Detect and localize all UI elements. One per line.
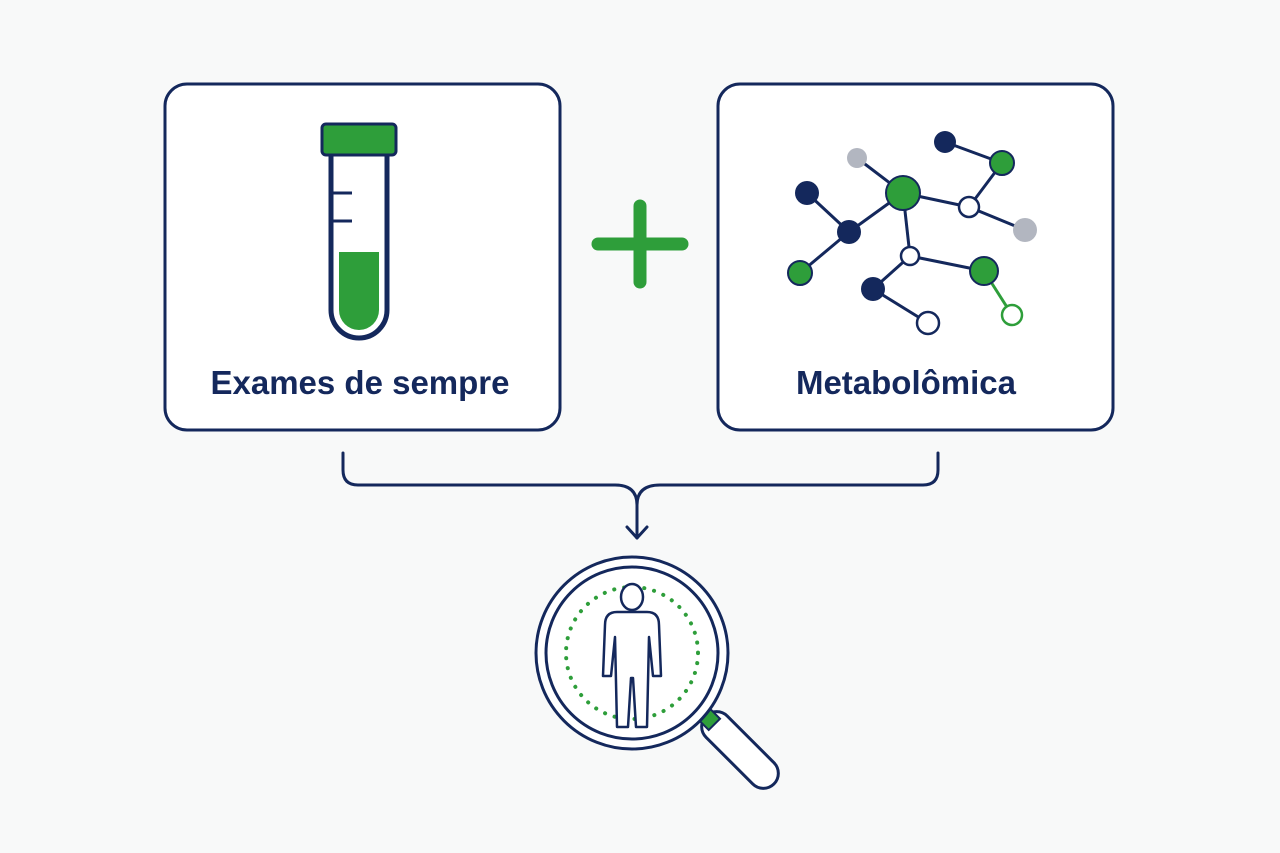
merge-connector <box>341 451 940 540</box>
card-metabolomica: Metabolômica <box>716 82 1115 432</box>
magnifier-person-icon <box>534 555 780 790</box>
molecule-network-icon <box>787 131 1037 336</box>
plus-icon <box>591 199 689 289</box>
card-exames: Exames de sempre <box>163 82 562 432</box>
card-metabolomica-label: Metabolômica <box>796 364 1017 401</box>
card-exames-label: Exames de sempre <box>210 364 509 401</box>
test-tube-icon <box>320 122 398 341</box>
